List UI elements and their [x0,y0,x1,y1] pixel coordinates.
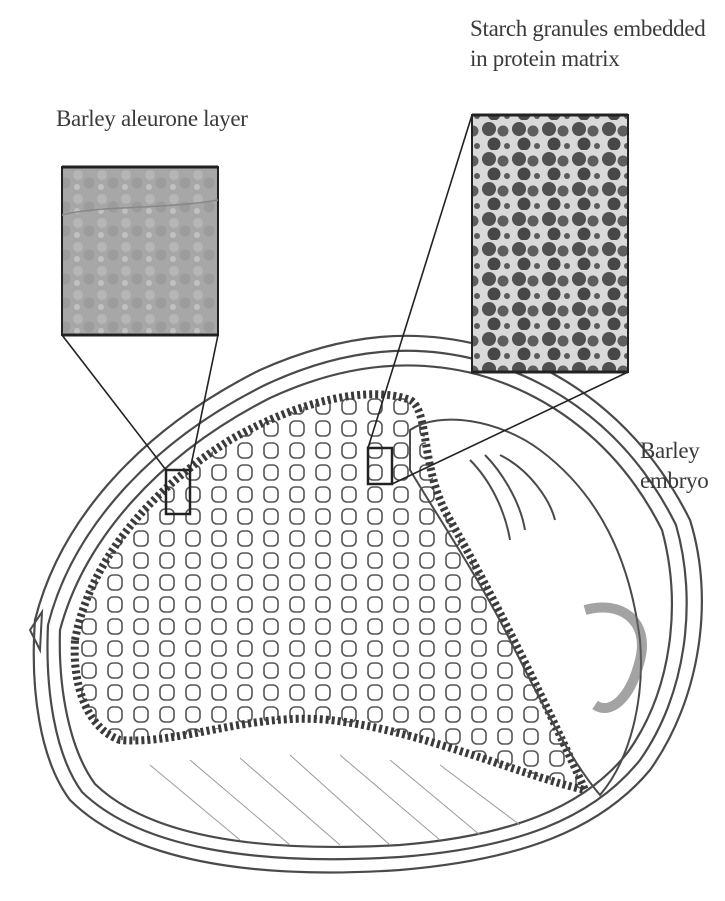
embryo-label-line-2: embryo [640,466,720,496]
starch-micrograph [472,115,628,372]
aleurone-layer-label: Barley aleurone layer [56,104,248,134]
crease-shading [150,755,520,845]
aleurone-micrograph [62,167,218,335]
starch-label-line-2: in protein matrix [470,44,706,74]
endosperm [75,394,585,790]
embryo-label-line-1: Barley [640,436,720,466]
starch-granules-label: Starch granules embedded in protein matr… [470,14,706,74]
embryo-label: Barley embryo [640,436,720,496]
starch-label-line-1: Starch granules embedded [470,14,706,44]
